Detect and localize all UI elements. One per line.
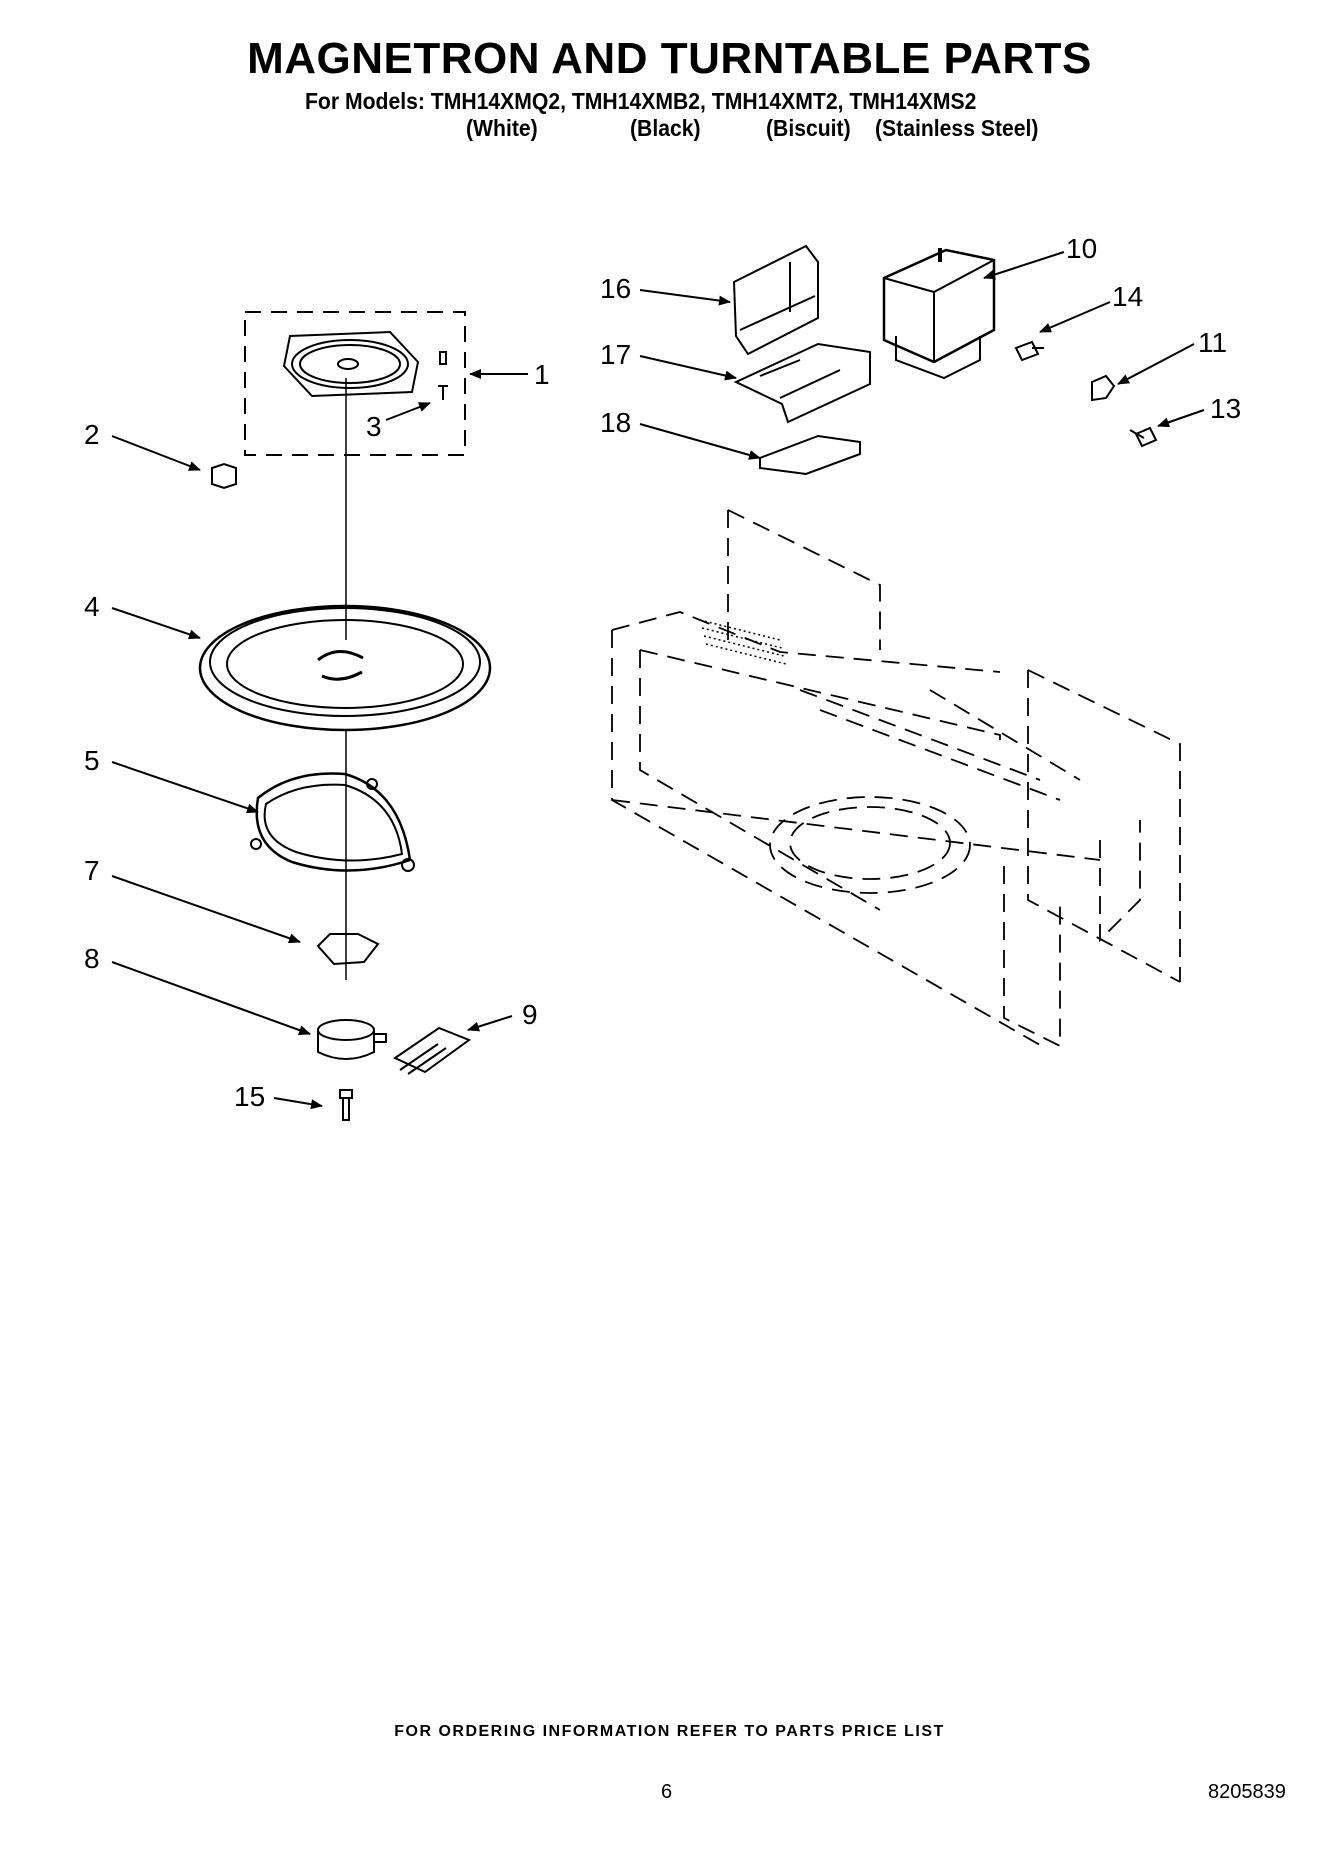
callout-9: 9 <box>522 999 538 1030</box>
color-black: (Black) <box>630 115 701 141</box>
callout-10: 10 <box>1066 233 1097 264</box>
callout-2: 2 <box>84 419 100 450</box>
ordering-note: FOR ORDERING INFORMATION REFER TO PARTS … <box>394 1723 945 1740</box>
callout-3: 3 <box>366 411 382 442</box>
callout-8: 8 <box>84 943 100 974</box>
callout-11: 11 <box>1198 327 1227 358</box>
callout-17: 17 <box>600 339 631 370</box>
callout-7: 7 <box>84 855 100 886</box>
color-stainless-steel: (Stainless Steel) <box>875 115 1039 141</box>
page-number: 6 <box>661 1781 673 1803</box>
callout-15: 15 <box>234 1081 265 1112</box>
models-line: For Models: TMH14XMQ2, TMH14XMB2, TMH14X… <box>305 88 977 114</box>
callout-14: 14 <box>1112 281 1143 312</box>
page-title: MAGNETRON AND TURNTABLE PARTS <box>247 34 1092 83</box>
callout-5: 5 <box>84 745 100 776</box>
document-number: 8205839 <box>1208 1781 1286 1803</box>
callout-16: 16 <box>600 273 631 304</box>
callout-1: 1 <box>534 359 550 390</box>
turntable-assembly <box>198 311 492 1121</box>
magnetron-assembly <box>611 244 1181 1048</box>
callout-13: 13 <box>1210 393 1241 424</box>
callout-18: 18 <box>600 407 631 438</box>
color-biscuit: (Biscuit) <box>766 115 851 141</box>
color-white: (White) <box>466 115 538 141</box>
callout-leaders <box>111 251 1205 1110</box>
callout-4: 4 <box>84 591 100 622</box>
